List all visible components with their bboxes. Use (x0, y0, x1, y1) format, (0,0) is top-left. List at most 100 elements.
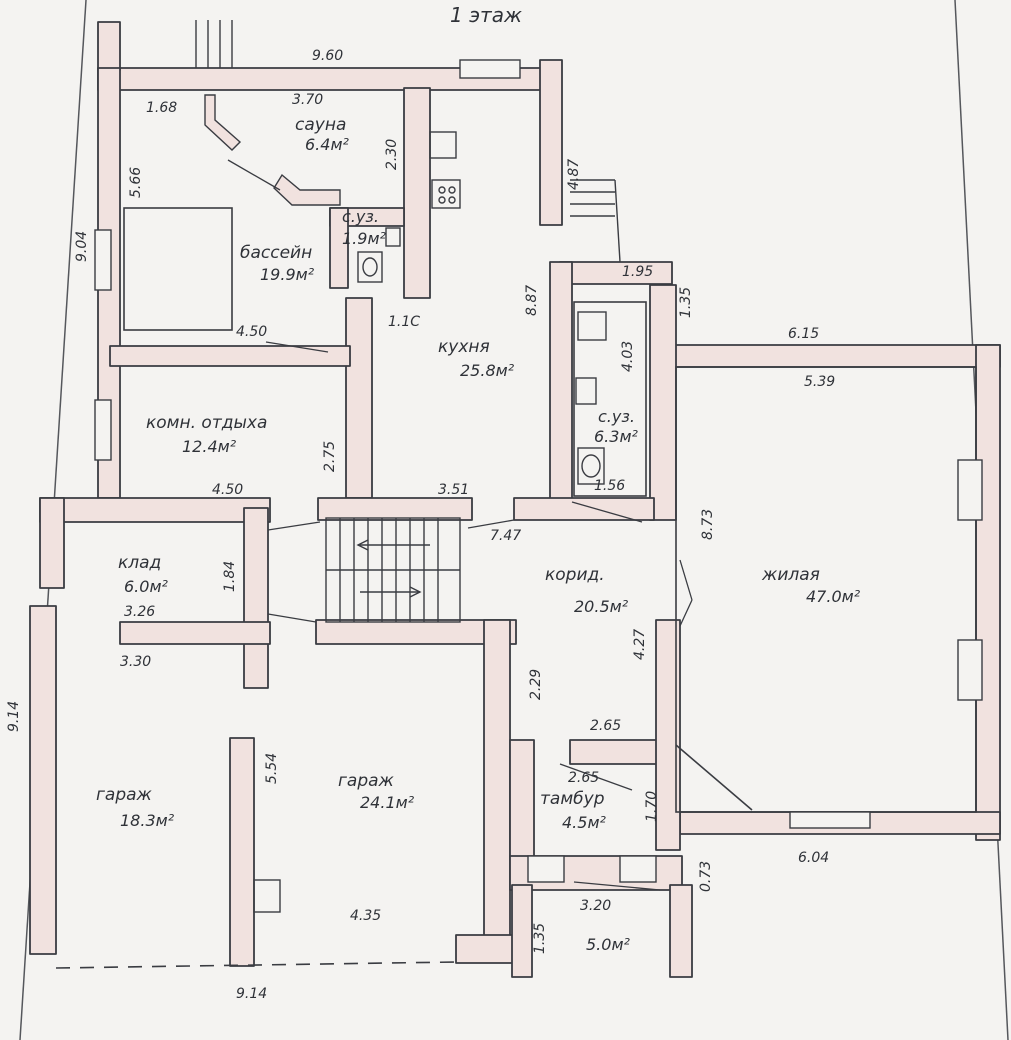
dim-living-bottom: 6.04 (798, 850, 829, 866)
dim-garage-top: 3.30 (120, 654, 151, 670)
dim-living-h: 8.73 (700, 509, 716, 540)
wall-kitchen-right (539, 59, 563, 226)
dim-step-h: 1.35 (678, 287, 694, 318)
wall-living-top (659, 344, 1001, 368)
room-labels: сауна 6.4м² с.уз. 1.9м² бассейн 19.9м² к… (96, 115, 861, 954)
dim-garage-h: 5.54 (264, 753, 280, 784)
wall-rest-bottom (39, 497, 271, 523)
wall-step-left (549, 261, 573, 503)
dim-left-wall: 9.04 (74, 231, 90, 262)
wall-garage-divider (229, 737, 255, 967)
garage-sink-icon (253, 879, 281, 913)
bath-icon (577, 311, 607, 341)
dim-tambur-top: 2.65 (590, 718, 621, 734)
wall-room5-left (511, 884, 533, 978)
rest-name: комн. отдыха (146, 413, 267, 433)
garage-left-name: гараж (96, 785, 153, 805)
stairs (325, 517, 461, 623)
sauna-area: 6.4м² (305, 135, 350, 154)
rest-area: 12.4м² (182, 437, 237, 456)
wall-storage-bottom (119, 621, 271, 645)
dim-kitchen-top: 4.87 (566, 159, 582, 190)
wc-big-box (573, 301, 647, 497)
dim-top-width: 9.60 (312, 48, 343, 64)
dimension-labels: 9.60 3.70 2.30 1.68 5.66 9.04 4.50 4.87 … (6, 48, 835, 1002)
pool-area: 19.9м² (260, 265, 315, 284)
sauna-benches (204, 94, 341, 206)
corridor-area: 20.5м² (574, 597, 629, 616)
dim-tambur-in: 2.65 (568, 770, 599, 786)
wall-sauna-kitchen (403, 87, 431, 299)
toilet-small-icon (357, 251, 383, 283)
toilet-big-icon (577, 447, 605, 485)
wall-room5-right (669, 884, 693, 978)
dim-wc-big-h: 4.03 (620, 341, 636, 372)
storage-name: клад (118, 553, 161, 573)
dim-kitchen-bottom: 3.51 (438, 482, 469, 498)
kitchen-name: кухня (438, 337, 490, 357)
storage-area: 6.0м² (124, 577, 169, 596)
wall-garage-right (483, 619, 511, 951)
wall-rest-top (109, 345, 351, 367)
dim-living-top: 6.15 (788, 326, 819, 342)
living-name: жилая (761, 565, 820, 585)
dim-corridor-h: 2.29 (528, 669, 544, 700)
dim-tambur-h: 1.70 (644, 791, 660, 822)
wall-storage-right (243, 507, 269, 689)
wall-top-corner (97, 21, 121, 71)
wall-storage-left (39, 497, 65, 589)
wall-kitchen-left (345, 297, 373, 499)
dashed-lines (55, 961, 457, 969)
dim-storage-w: 3.26 (124, 604, 155, 620)
fixtures (253, 131, 607, 913)
dim-pool-corner: 1.68 (146, 100, 177, 116)
vestibule-name: тамбур (540, 789, 605, 809)
pool-basin (123, 207, 233, 331)
living-area: 47.0м² (806, 587, 861, 606)
dim-pool-w: 4.50 (236, 324, 267, 340)
dim-pool-h: 5.66 (128, 167, 144, 198)
dim-wc-big-w: 1.56 (594, 478, 625, 494)
corridor-name: корид. (545, 565, 605, 585)
dim-rest-w: 4.50 (212, 482, 243, 498)
entry-steps (195, 20, 621, 263)
dim-storage-h: 1.84 (222, 561, 238, 592)
sauna-name: сауна (295, 115, 346, 135)
wall-garage-top (315, 619, 517, 645)
wall-wc-small-v (329, 207, 349, 289)
wall-garage-left (29, 605, 57, 955)
dim-sauna-w: 3.70 (292, 92, 323, 108)
dim-left-total: 9.14 (6, 701, 22, 732)
wall-garage-bottom (455, 934, 517, 964)
garage-right-name: гараж (338, 771, 395, 791)
sink-big-icon (575, 377, 597, 405)
dim-living-inner: 5.39 (804, 374, 835, 390)
wc-big-name: с.уз. (598, 407, 635, 426)
dim-rest-h: 2.75 (322, 441, 338, 472)
wall-corridor-top (317, 497, 473, 521)
wall-corridor-top-right (513, 497, 655, 521)
dim-kitchen-h: 8.87 (524, 285, 540, 316)
wall-tambur-left (509, 739, 535, 861)
wc-small-area: 1.9м² (342, 229, 387, 248)
wc-big-area: 6.3м² (594, 427, 639, 446)
dim-corridor-w: 4.27 (632, 629, 648, 660)
dim-room5-h: 1.35 (532, 923, 548, 954)
kitchen-sink-icon (429, 131, 457, 159)
dim-corridor-len: 7.47 (490, 528, 521, 544)
room5-area: 5.0м² (586, 935, 631, 954)
dim-kitchen-w: 1.1С (388, 314, 420, 330)
garage-left-area: 18.3м² (120, 811, 175, 830)
wc-small-name: с.уз. (342, 207, 379, 226)
stove-icon (431, 179, 461, 209)
dim-step-w: 1.95 (622, 264, 653, 280)
floor-title: 1 этаж (450, 3, 522, 27)
kitchen-area: 25.8м² (460, 361, 515, 380)
pool-name: бассейн (240, 243, 312, 263)
wall-tambur-top (569, 739, 661, 765)
door-lines (227, 159, 693, 891)
wall-living-left (649, 284, 677, 521)
walls (29, 21, 1001, 978)
vestibule-area: 4.5м² (562, 813, 607, 832)
